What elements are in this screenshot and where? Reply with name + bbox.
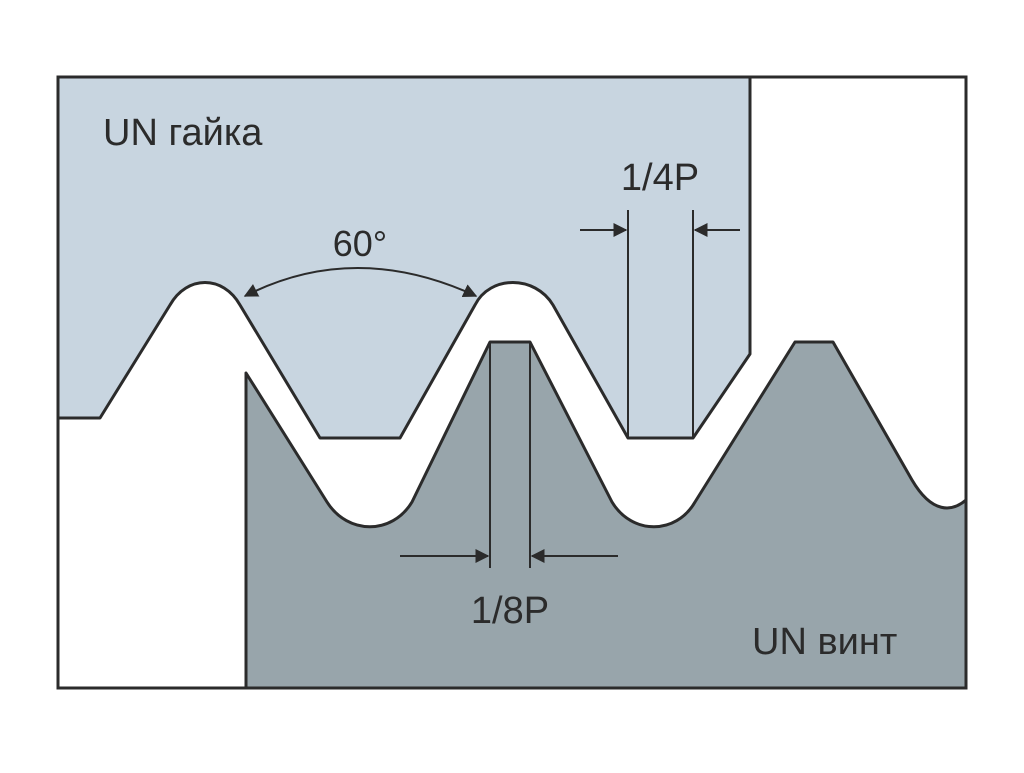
nut-profile — [56, 75, 752, 440]
frame-border — [56, 75, 968, 690]
bolt-profile — [244, 340, 968, 690]
bolt-label: UN винт — [752, 621, 897, 663]
angle-label: 60° — [333, 223, 387, 264]
eighth-pitch-label: 1/8P — [471, 590, 549, 632]
angle-arc — [243, 267, 478, 298]
quarter-pitch-label: 1/4P — [621, 157, 699, 199]
nut-label: UN гайка — [103, 112, 263, 154]
